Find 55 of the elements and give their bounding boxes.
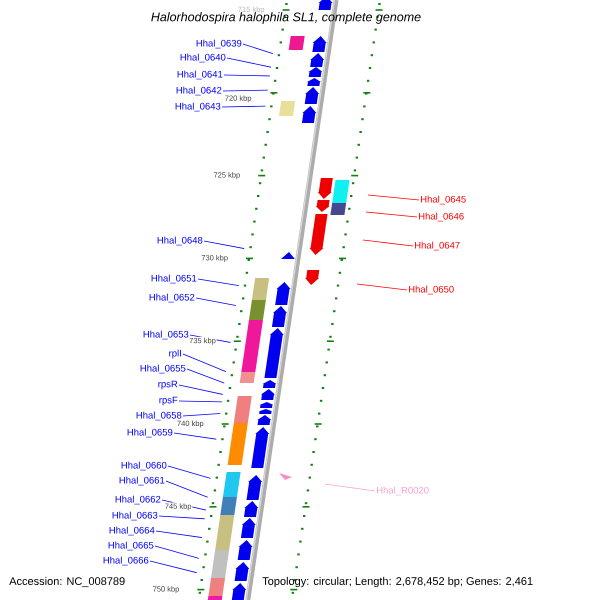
leader-line — [182, 413, 221, 416]
gene-label: Hhal_0640 — [180, 54, 226, 62]
leader-line — [362, 240, 414, 246]
leader-line — [178, 400, 222, 402]
gene-label: Hhal_0647 — [415, 242, 460, 250]
gene-label: Hhal_0660 — [122, 462, 166, 470]
leader-line — [196, 298, 236, 306]
gene-label: Hhal_0646 — [419, 212, 464, 222]
gene-label: rpsF — [159, 396, 178, 406]
leader-line — [368, 194, 420, 200]
footer-text: Accession: NC_008789 — [9, 576, 125, 588]
leader-line — [366, 212, 418, 218]
gene-label: Hhal_0641 — [178, 70, 222, 80]
leader-line — [356, 284, 408, 290]
title: Halorhodospira halophila SL1, complete genome — [151, 12, 421, 24]
leader-line — [242, 44, 274, 54]
gene-label: Hhal_0665 — [108, 542, 154, 550]
gene-label: Hhal_0666 — [104, 556, 148, 566]
gene-label: Hhal_0659 — [128, 428, 172, 438]
footer-text: Topology: circular; Length: 2,678,452 bp; Genes: 2,461 — [262, 576, 533, 588]
gene-label: Hhal_0653 — [144, 330, 188, 340]
leader-line — [174, 432, 217, 440]
leader-line — [222, 106, 266, 108]
leader-line — [324, 484, 376, 492]
leader-line — [226, 58, 272, 68]
gene-label: rpsR — [158, 380, 178, 390]
leader-line — [158, 516, 206, 520]
gene-label: Hhal_0661 — [120, 476, 164, 486]
gene-label: Hhal_0648 — [158, 236, 202, 246]
gene-label: Hhal_0643 — [176, 102, 220, 112]
gene-label: Hhal_0639 — [196, 40, 242, 48]
gene-label: Hhal_0662 — [116, 496, 160, 504]
gene-label: Hhal_R0020 — [377, 486, 429, 496]
gene-label: Hhal_0645 — [421, 196, 466, 204]
gene-label: rplI — [169, 350, 181, 358]
gene-label: Hhal_0642 — [176, 86, 222, 96]
gene-label: Hhal_0655 — [140, 364, 186, 374]
leader-line — [222, 90, 268, 92]
leader-line — [156, 530, 202, 538]
leader-line — [154, 546, 200, 559]
leader-line — [182, 354, 226, 372]
gene-label: Hhal_0652 — [150, 294, 194, 302]
gene-label: Hhal_0658 — [136, 412, 182, 420]
leader-line — [198, 278, 240, 286]
gene-label: Hhal_0650 — [409, 286, 454, 294]
leader-line — [166, 480, 208, 498]
leader-line — [150, 560, 198, 574]
leader-line — [224, 74, 270, 76]
leader-line — [178, 384, 224, 395]
gene-label: Hhal_0651 — [152, 274, 196, 284]
leader-line — [186, 368, 225, 384]
leader-line — [204, 240, 245, 249]
gene-label: Hhal_0664 — [110, 526, 154, 536]
leader-line — [168, 466, 211, 479]
gene-label: Hhal_0663 — [112, 512, 158, 520]
